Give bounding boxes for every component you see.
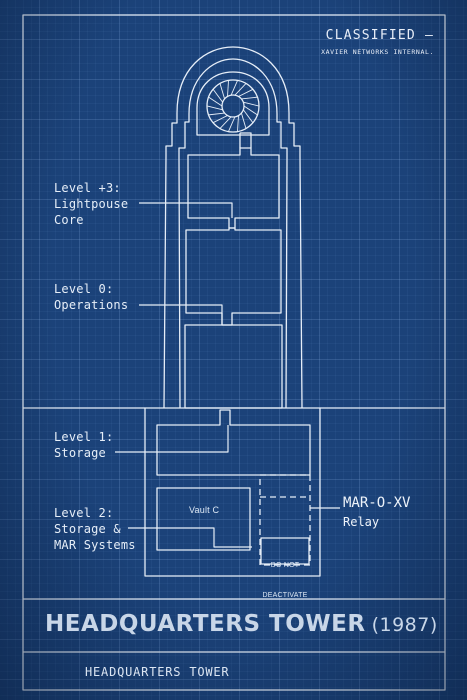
- relay-sublabel: Relay: [343, 515, 380, 529]
- stair-treads: [206, 80, 260, 132]
- vault-c-room: [156, 487, 251, 551]
- outer-frame: [22, 14, 446, 691]
- leader-lines: [115, 202, 340, 548]
- stair-tread: [240, 112, 247, 129]
- stair-tread: [212, 115, 228, 124]
- warning-line-1: DO NOT: [270, 562, 300, 569]
- tower-inner-outline: [178, 58, 288, 409]
- stair-tread: [227, 80, 229, 97]
- warning-line-2: DEACTIVATE: [262, 592, 308, 599]
- stair-tread: [242, 109, 254, 123]
- room-level-0: [184, 324, 283, 409]
- stair-tread: [243, 105, 258, 116]
- title-main: HEADQUARTERS TOWER: [45, 611, 366, 637]
- dome-cap: [196, 71, 270, 136]
- stair-tread: [206, 105, 223, 111]
- stair-tread: [237, 115, 239, 132]
- room-level-1: [156, 409, 311, 476]
- stair-tread: [212, 89, 224, 103]
- mar-enclosure: [259, 474, 311, 566]
- classified-sublabel: XAVIER NETWORKS INTERNAL.: [321, 48, 434, 56]
- level-0-label: Level 0: Operations: [54, 282, 129, 312]
- footer-caption: HEADQUARTERS TOWER: [85, 665, 230, 679]
- do-not-deactivate-box: [260, 537, 310, 565]
- stair-tread: [208, 96, 223, 107]
- relay-callout: MAR-O-XV Relay: [343, 494, 410, 530]
- page-title: HEADQUARTERS TOWER(1987): [45, 611, 438, 637]
- stair-tread: [230, 80, 238, 96]
- stair-tread: [208, 112, 225, 116]
- warning-label: DO NOT DEACTIVATE: [261, 541, 309, 621]
- room-level-plus3: [187, 147, 280, 229]
- stair-tread: [238, 88, 254, 97]
- classified-stamp: CLASSIFIED – XAVIER NETWORKS INTERNAL.: [321, 28, 434, 56]
- stair-tread: [228, 116, 236, 132]
- level-plus3-label: Level +3: Lightpouse Core: [54, 181, 129, 227]
- stair-tread: [234, 83, 247, 96]
- vault-c-label: Vault C: [189, 505, 220, 515]
- classified-label: CLASSIFIED –: [325, 28, 434, 43]
- level-2-label: Level 2: Storage & MAR Systems: [54, 506, 136, 552]
- title-year: (1987): [371, 614, 438, 636]
- stair-tread: [219, 83, 226, 100]
- spiral-stair: [206, 79, 260, 133]
- level-1-label: Level 1: Storage: [54, 430, 114, 460]
- stair-tread: [241, 96, 258, 100]
- stair-tread: [243, 101, 260, 107]
- tower-outline: [163, 46, 303, 409]
- room-level-plus2: [185, 227, 282, 326]
- relay-name: MAR-O-XV: [343, 495, 411, 511]
- stair-tread: [219, 116, 232, 129]
- basement-outer: [144, 407, 321, 577]
- connector-top: [239, 132, 252, 148]
